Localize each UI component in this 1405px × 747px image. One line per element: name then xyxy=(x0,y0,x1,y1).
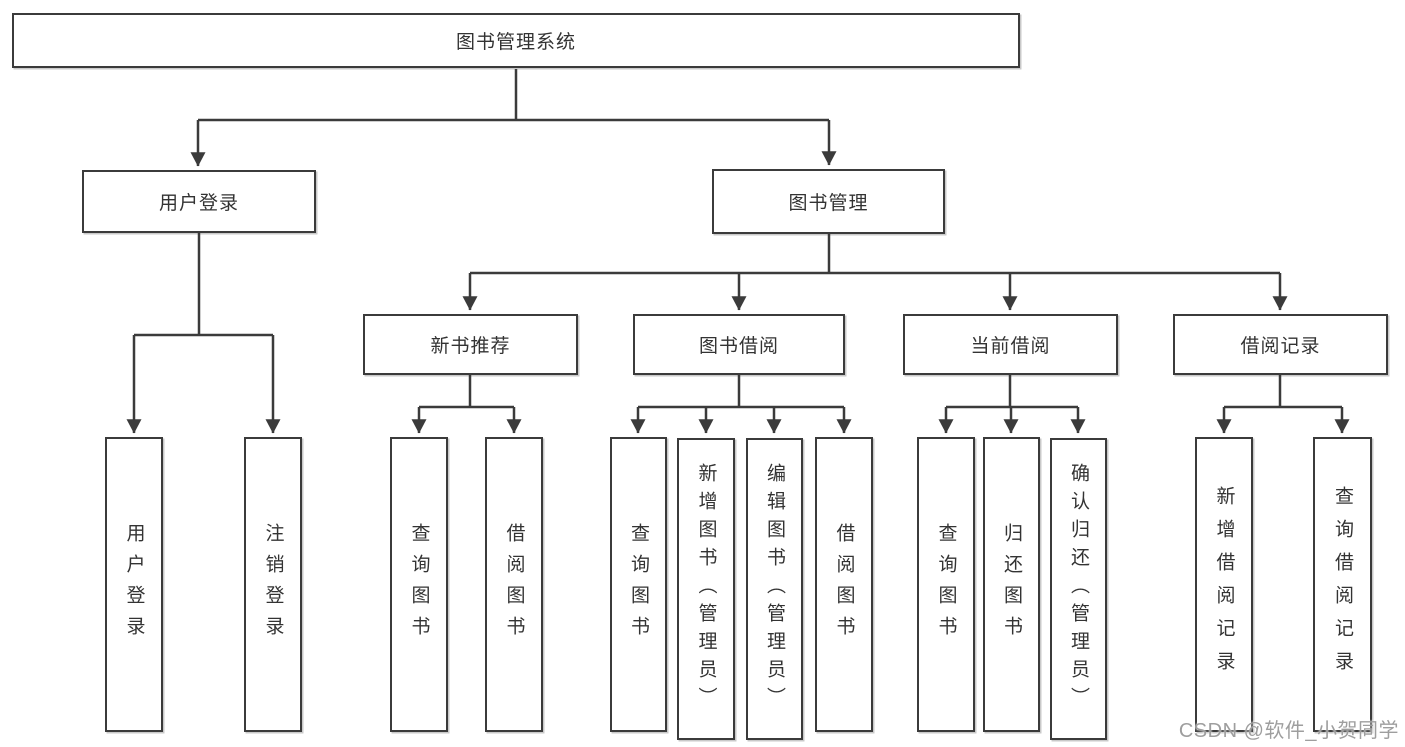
node-book-management: 图书管理 xyxy=(712,169,945,234)
leaf-user-login: 用户登录 xyxy=(105,437,163,732)
leaf-borrow-books: 借阅图书 xyxy=(815,437,873,732)
node-system-root: 图书管理系统 xyxy=(12,13,1020,68)
connector-newbooks-branch xyxy=(419,375,514,409)
leaf-query-books-current: 查询图书 xyxy=(917,437,975,732)
node-current-borrowing: 当前借阅 xyxy=(903,314,1118,375)
connector-records-branch xyxy=(1224,375,1342,409)
leaf-edit-books-admin: 编辑图书（管理员） xyxy=(746,438,803,740)
connector-current-branch xyxy=(946,375,1078,409)
csdn-watermark: CSDN @软件_小贺同学 xyxy=(1178,720,1399,742)
leaf-logout: 注销登录 xyxy=(244,437,302,732)
connector-userlogin-branch xyxy=(134,233,273,337)
connector-borrowing-branch xyxy=(638,375,844,409)
node-borrow-records: 借阅记录 xyxy=(1173,314,1388,375)
leaf-confirm-return-admin: 确认归还（管理员） xyxy=(1050,438,1107,740)
leaf-query-borrow-record: 查询借阅记录 xyxy=(1313,437,1372,732)
connector-root-branch xyxy=(198,69,829,122)
leaf-query-books-recommend: 查询图书 xyxy=(390,437,448,732)
leaf-query-books-borrowing: 查询图书 xyxy=(610,437,667,732)
leaf-return-books: 归还图书 xyxy=(983,437,1040,732)
leaf-add-borrow-record: 新增借阅记录 xyxy=(1195,437,1253,732)
leaf-borrow-books-recommend: 借阅图书 xyxy=(485,437,543,732)
connector-bookmgmt-branch xyxy=(470,234,1280,275)
node-book-borrowing: 图书借阅 xyxy=(633,314,845,375)
node-new-book-recommend: 新书推荐 xyxy=(363,314,578,375)
node-user-login: 用户登录 xyxy=(82,170,316,233)
leaf-add-books-admin: 新增图书（管理员） xyxy=(677,438,735,740)
